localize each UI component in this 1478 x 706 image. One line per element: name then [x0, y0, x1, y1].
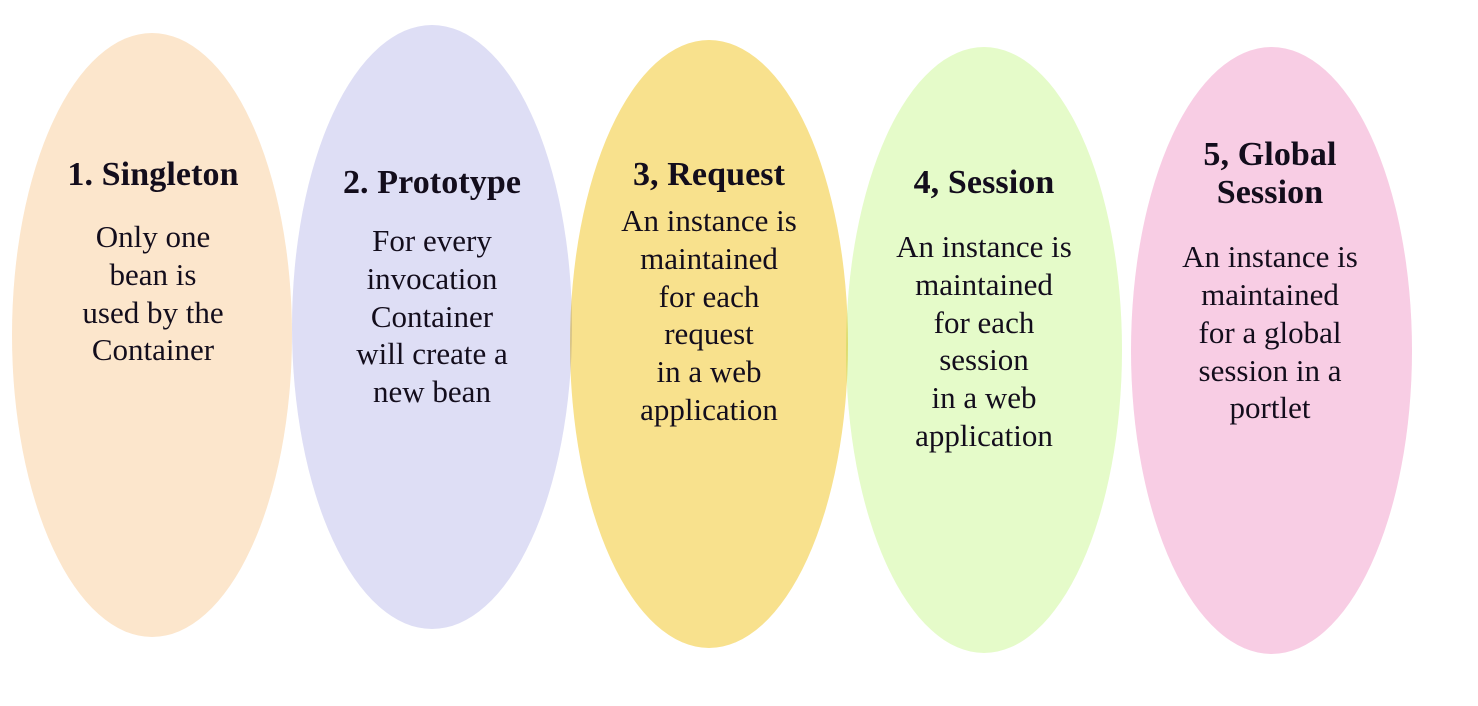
scope-item-global-session: 5, Global Session An instance is maintai… — [1143, 136, 1397, 427]
scope-ellipse-global-session — [1131, 47, 1412, 654]
scope-title-prototype: 2. Prototype — [342, 164, 522, 201]
scope-description-request: An instance is maintained for each reque… — [621, 203, 797, 428]
scope-title-singleton: 1. Singleton — [67, 156, 239, 193]
scope-item-request: 3, Request An instance is maintained for… — [582, 158, 836, 429]
scope-item-session: 4, Session An instance is maintained for… — [856, 166, 1112, 455]
scope-ellipse-request — [570, 40, 848, 648]
scope-ellipse-prototype — [292, 25, 572, 629]
scope-title-session: 4, Session — [913, 164, 1055, 201]
scope-item-prototype: 2. Prototype For every invocation Contai… — [306, 166, 558, 411]
scope-ellipse-singleton — [12, 33, 292, 637]
scope-description-global-session: An instance is maintained for a global s… — [1182, 239, 1358, 426]
scope-description-singleton: Only one bean is used by the Container — [82, 219, 224, 368]
scope-description-prototype: For every invocation Container will crea… — [356, 223, 508, 410]
scope-title-request: 3, Request — [632, 156, 786, 193]
scope-ellipse-session — [846, 47, 1122, 653]
scope-title-global-session: 5, Global Session — [1203, 136, 1337, 212]
scope-description-session: An instance is maintained for each sessi… — [896, 229, 1072, 454]
scope-item-singleton: 1. Singleton Only one bean is used by th… — [28, 158, 278, 369]
